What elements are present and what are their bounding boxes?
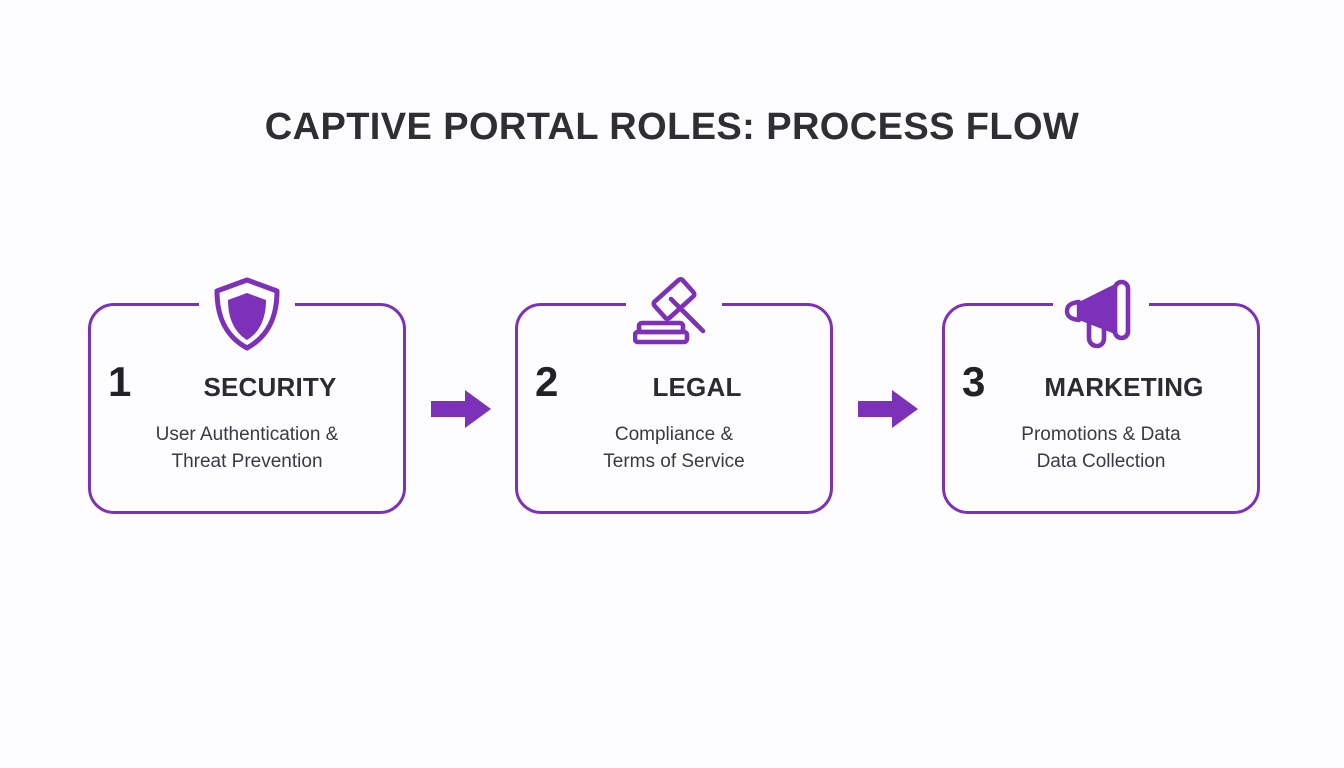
step-description-line-2: Terms of Service [603,451,745,472]
step-title: LEGAL [652,372,742,402]
step-description: Compliance & Terms of Service [515,421,833,475]
card-top-notch [1053,299,1149,309]
step-title: SECURITY [203,372,337,402]
card-body: 3 MARKETING Promotions & Data Data Colle… [942,361,1260,514]
card-body: 2 LEGAL Compliance & Terms of Service [515,361,833,514]
card-body: 1 SECURITY User Authentication & Threat … [88,361,406,514]
card-top-notch [199,299,295,309]
step-description-line-1: User Authentication & [155,424,339,445]
step-card-security[interactable]: 1 SECURITY User Authentication & Threat … [88,277,406,514]
card-top-notch [626,299,722,309]
step-number: 2 [535,358,559,405]
arrow-2-to-3 [852,303,924,514]
step-description-line-1: Compliance & [614,424,734,445]
headline-row: 2 LEGAL [515,361,833,409]
process-flow: 1 SECURITY User Authentication & Threat … [88,277,1260,518]
headline-row: 3 MARKETING [942,361,1260,409]
headline-row: 1 SECURITY [88,361,406,409]
step-description: Promotions & Data Data Collection [942,421,1260,475]
step-number: 1 [108,358,132,405]
step-card-legal[interactable]: 2 LEGAL Compliance & Terms of Service [515,277,833,514]
step-title: MARKETING [1044,372,1204,402]
step-number: 3 [962,358,986,405]
step-description-line-2: Threat Prevention [171,451,323,472]
step-description-line-1: Promotions & Data [1021,424,1181,445]
step-description-line-2: Data Collection [1036,451,1166,472]
arrow-1-to-2 [425,303,497,514]
step-card-marketing[interactable]: 3 MARKETING Promotions & Data Data Colle… [942,279,1260,514]
step-description: User Authentication & Threat Prevention [88,421,406,475]
page-title: CAPTIVE PORTAL ROLES: PROCESS FLOW [264,106,1080,148]
